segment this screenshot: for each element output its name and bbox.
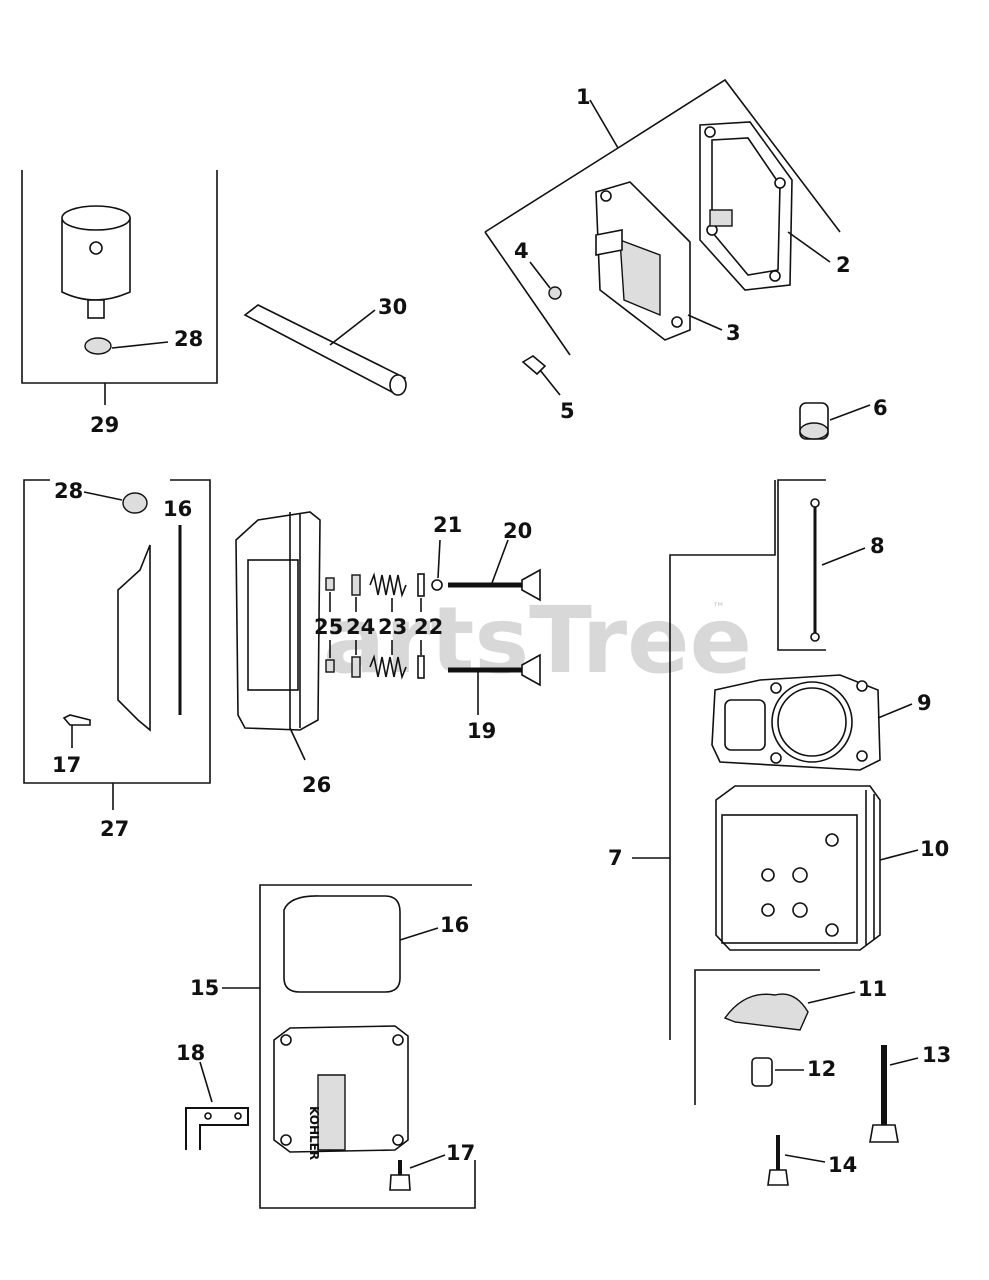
part-9-head-gasket: [711, 674, 913, 771]
part-16-gasket: [283, 895, 401, 993]
callout-18: 18: [176, 1041, 205, 1065]
part-30-tube: 30: [243, 295, 407, 396]
valve-cover-assembly: 1 2 3 4 5: [484, 78, 851, 423]
callout-5: 5: [560, 399, 575, 423]
part-2-gasket: [699, 121, 831, 291]
watermark: PartsTree: [258, 587, 752, 694]
part-4-nut: [529, 261, 562, 300]
callout-27: 27: [100, 817, 129, 841]
part-23-spring: [369, 572, 407, 598]
callout-2: 2: [836, 253, 851, 277]
part-27-cover: [117, 544, 151, 732]
breather-kit-29: 28 29: [21, 170, 218, 437]
callout-4: 4: [514, 239, 529, 263]
part-6: 6: [799, 396, 888, 440]
kohler-stamp: KOHLER: [307, 1106, 321, 1160]
part-28-grommet: [84, 337, 112, 355]
part-17-screw-lower: [389, 1154, 446, 1191]
callout-24: 24: [346, 615, 375, 639]
part-11-rocker: [723, 991, 856, 1031]
callout-16-lower: 16: [440, 913, 469, 937]
part-25-keeper: [325, 577, 335, 591]
part-24-retainer: [351, 574, 361, 596]
part-19-intake-valve: [448, 653, 541, 687]
callout-7: 7: [608, 846, 623, 870]
callout-11: 11: [858, 977, 887, 1001]
callout-29: 29: [90, 413, 119, 437]
callout-17-upper: 17: [52, 753, 81, 777]
callout-28-top: 28: [174, 327, 203, 351]
callout-3: 3: [726, 321, 741, 345]
part-15-cover: KOHLER: [273, 1025, 409, 1160]
part-10-cylinder-head: [715, 785, 919, 951]
leader-1: [484, 78, 841, 233]
breather-cover-kit-27: 28 16 17 27: [23, 479, 211, 841]
callout-23: 23: [378, 615, 407, 639]
part-8-pushrod: [810, 498, 866, 642]
callout-16-upper: 16: [163, 497, 192, 521]
callout-13: 13: [922, 1043, 951, 1067]
callout-9: 9: [917, 691, 932, 715]
callout-25: 25: [314, 615, 343, 639]
callout-1: 1: [576, 85, 591, 109]
callout-28-lower: 28: [54, 479, 83, 503]
part-13-bolt: [869, 1045, 919, 1143]
callout-26: 26: [302, 773, 331, 797]
callout-20: 20: [503, 519, 532, 543]
callout-10: 10: [920, 837, 949, 861]
callout-6: 6: [873, 396, 888, 420]
part-5-screw: [521, 355, 561, 396]
part-21: [431, 579, 443, 591]
callout-17-lower: 17: [446, 1141, 475, 1165]
callout-30: 30: [378, 295, 407, 319]
part-12-pivot: [751, 1057, 804, 1087]
callout-8: 8: [870, 534, 885, 558]
part-20-exhaust-valve: [448, 568, 541, 602]
part-26-cylinder-head: 26: [235, 511, 331, 797]
callout-15: 15: [190, 976, 219, 1000]
valve-train: 25 24 23 22 21 20 19: [314, 513, 541, 743]
part-28-grommet-lower: [122, 492, 148, 514]
callout-21: 21: [433, 513, 462, 537]
part-14-screw: [767, 1135, 826, 1186]
part-22-seal: [417, 573, 425, 597]
watermark-trademark: ™: [712, 601, 725, 616]
callout-22: 22: [414, 615, 443, 639]
callout-19: 19: [467, 719, 496, 743]
part-18-bracket: [185, 1061, 249, 1150]
valve-cover-kit-15: KOHLER 15 16 17 18: [176, 884, 476, 1209]
part-3-cover: [595, 181, 723, 341]
cylinder-head-kit-7: 7 8 9 10 11 12 13 14: [608, 479, 951, 1186]
callout-14: 14: [828, 1153, 857, 1177]
callout-12: 12: [807, 1057, 836, 1081]
